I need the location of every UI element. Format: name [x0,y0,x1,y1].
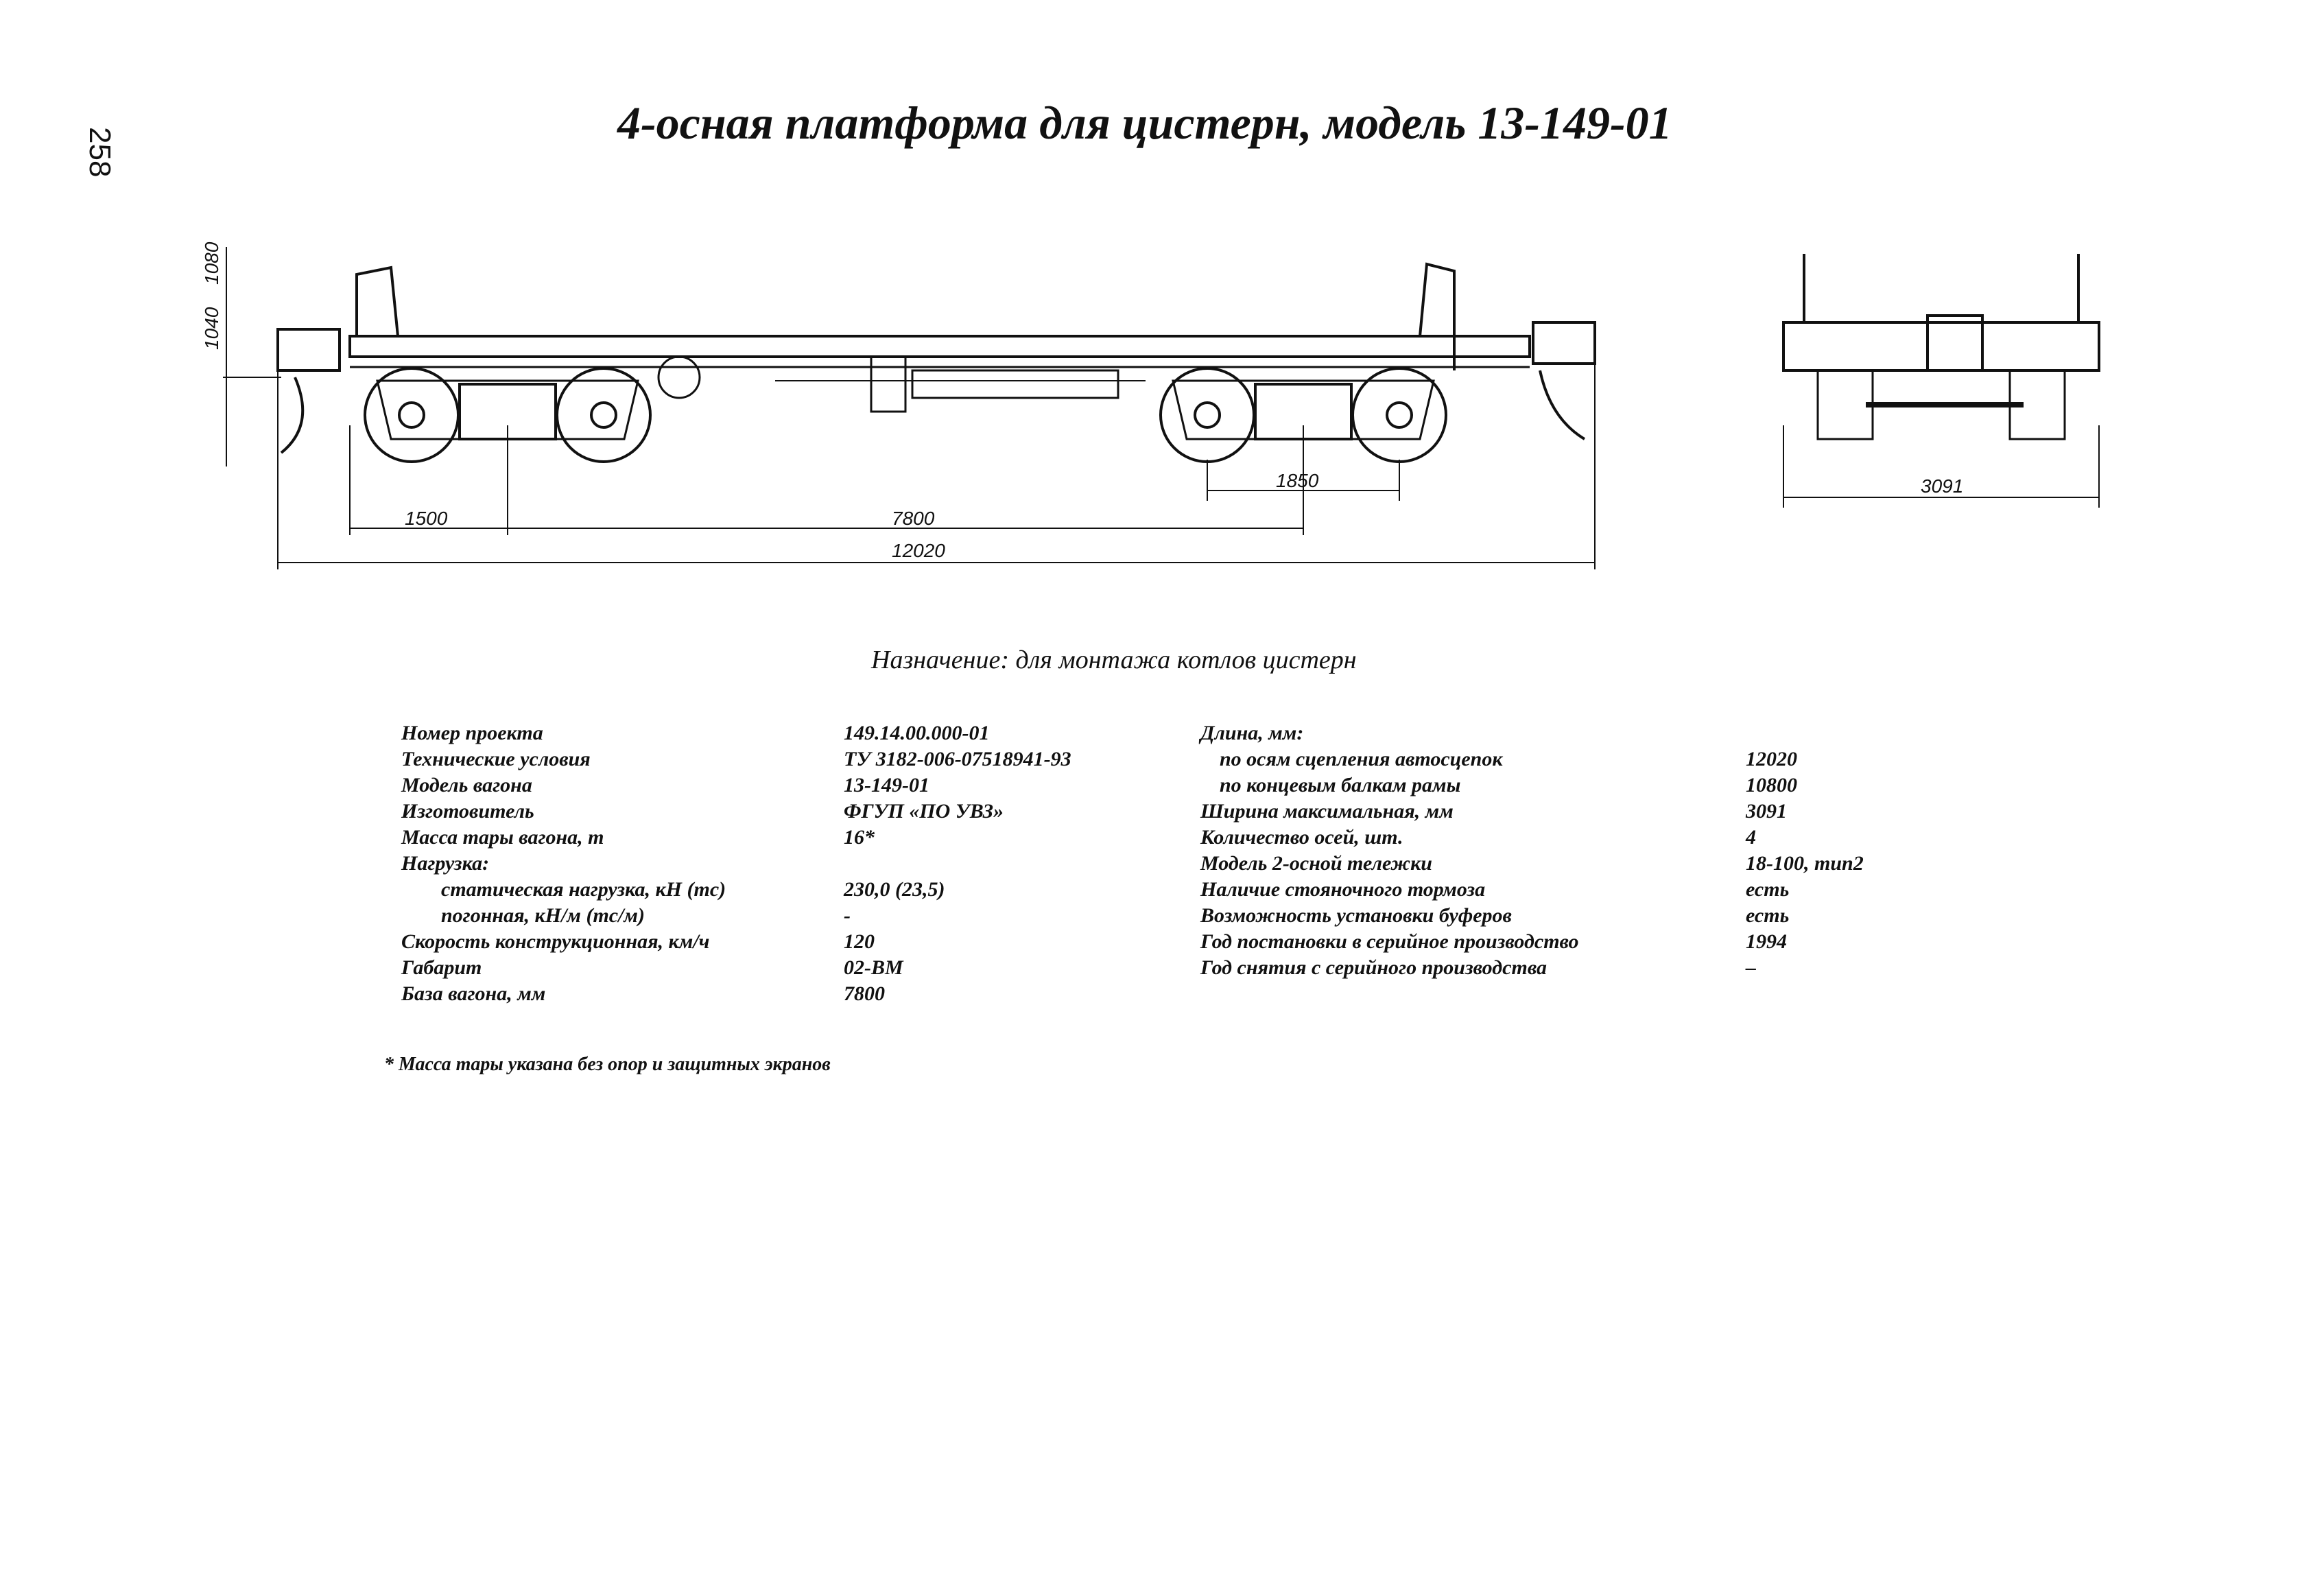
spec-left-row-label: Нагрузка: [401,852,490,875]
spec-left-row-value: 149.14.00.000-01 [844,722,990,744]
technical-drawing: 1040 1080 [201,241,2100,569]
spec-left-row-value: ФГУП «ПО УВЗ» [844,800,1004,823]
spec-right-row-value: 18-100, тип2 [1746,852,1864,875]
spec-left-row-label: Габарит [401,956,482,979]
spec-left-row-value [844,851,1071,877]
spec-right-row-label: Год снятия с серийного производства [1200,956,1548,979]
dim-end-to-bogie: 1500 [405,508,448,529]
spec-left-row-label: статическая нагрузка, кН (тс) [441,878,726,901]
spec-right-row-value: 10800 [1746,774,1797,796]
side-view [276,262,1596,463]
spec-left-row-label: Скорость конструкционная, км/ч [401,930,710,953]
footnote: * Масса тары указана без опор и защитных… [384,1054,831,1075]
dim-base: 7800 [892,508,935,529]
spec-right-row-value: 1994 [1746,930,1787,953]
spec-left-row-value: ТУ 3182-006-07518941-93 [844,748,1071,770]
dimension-lines: 1850 1500 7800 12020 [277,357,1596,569]
spec-right-row-value: 12020 [1746,748,1797,770]
specs-left-values: 149.14.00.000-01 ТУ 3182-006-07518941-93 1… [844,720,1071,1007]
specs-right-labels: Длина, мм: по осям сцепления автосцепок по… [1200,720,1579,981]
height-label-1080: 1080 [201,241,222,285]
spec-right-row-label: Год постановки в серийное производство [1200,930,1579,953]
spec-left-row-value: 16* [844,826,875,849]
spec-right-row-label: Модель 2-осной тележки [1200,852,1432,875]
spec-right-row-value: есть [1746,904,1790,927]
spec-left-row-value: 7800 [844,982,885,1005]
spec-right-row-value: 4 [1746,826,1756,849]
spec-left-row-value: 13-149-01 [844,774,929,796]
spec-right-row-value [1746,720,1864,746]
spec-right-row-value: есть [1746,878,1790,901]
height-label-1040: 1040 [201,307,222,350]
spec-right-row-label: по концевым балкам рамы [1220,774,1461,796]
spec-left-row-label: погонная, кН/м (тс/м) [441,904,645,927]
spec-right-row-label: Ширина максимальная, мм [1200,800,1454,823]
spec-left-row-label: Модель вагона [401,774,532,796]
dim-total-length: 12020 [892,540,945,561]
spec-left-row-label: Масса тары вагона, т [401,826,604,849]
spec-left-row-value: - [844,904,851,927]
spec-left-row-label: Технические условия [401,748,591,770]
spec-left-row-value: 230,0 (23,5) [844,878,945,901]
dim-bogie-base: 1850 [1276,470,1319,491]
spec-left-row-value: 120 [844,930,875,953]
spec-left-row-label: Номер проекта [401,722,543,744]
page-title: 4-осная платформа для цистерн, модель 13… [617,97,1672,149]
end-view: 3091 [1782,254,2100,508]
spec-right-row-label: Количество осей, шт. [1200,826,1403,849]
spec-left-row-label: База вагона, мм [401,982,546,1005]
purpose: Назначение: для монтажа котлов цистерн [871,646,1357,674]
spec-left-row-label: Изготовитель [401,800,534,823]
spec-right-row-label: Возможность установки буферов [1200,904,1512,927]
page-number: 258 [83,127,117,178]
spec-right-row-value: – [1746,956,1756,979]
spec-right-row-label: Наличие стояночного тормоза [1200,878,1486,901]
height-dimension: 1040 1080 [201,241,281,466]
dim-width: 3091 [1921,475,1963,497]
spec-right-row-label: по осям сцепления автосцепок [1220,748,1503,770]
spec-right-row-value: 3091 [1746,800,1787,823]
spec-left-row-value: 02-ВМ [844,956,903,979]
spec-right-row-label: Длина, мм: [1200,722,1304,744]
specs-right-values: 12020 10800 3091 4 18-100, тип2 есть есть 1994 – [1746,720,1864,981]
